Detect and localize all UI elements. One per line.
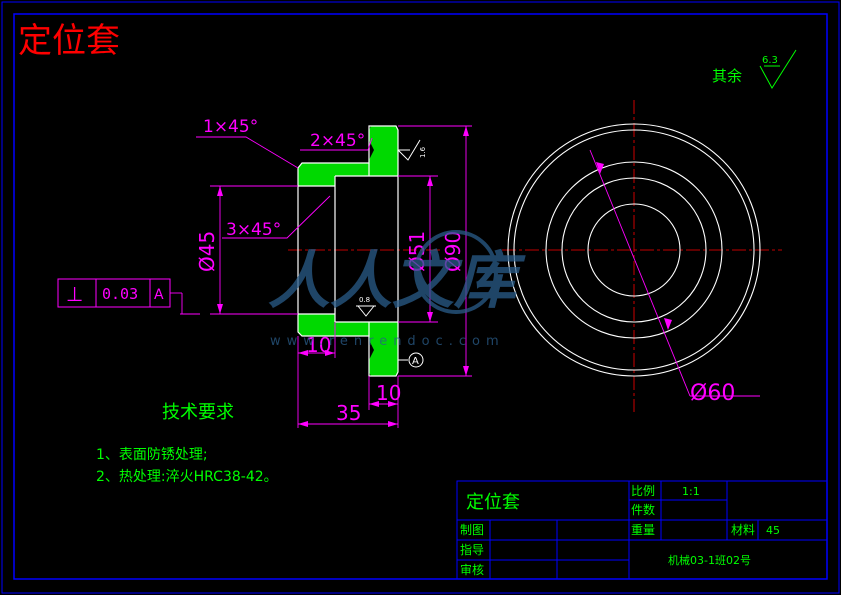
surface-finish-label: 其余 xyxy=(712,67,742,85)
section-hatch xyxy=(298,126,398,376)
watermark: 人人文库 www.renrendoc.com xyxy=(268,230,526,349)
front-view-circles xyxy=(507,123,761,377)
dim-dia-45: Ø45 xyxy=(195,231,219,272)
tolerance-value: 0.03 xyxy=(102,285,138,303)
watermark-circle xyxy=(414,230,498,314)
tolerance-frame xyxy=(57,278,171,308)
tb-count-label: 件数 xyxy=(631,502,655,517)
dim-len-10-right: 10 xyxy=(376,381,401,405)
tolerance-datum: A xyxy=(154,287,164,303)
inner-frame xyxy=(13,13,828,580)
surface-finish-symbol xyxy=(759,49,797,89)
roughness-inner-value: 0.8 xyxy=(359,296,370,304)
datum-label: A xyxy=(412,356,419,367)
dia-60-arrow-bottom xyxy=(664,318,672,330)
dim-chamfer-3: 3×45° xyxy=(226,220,281,240)
tb-weight-label: 重量 xyxy=(631,523,655,537)
roughness-top-value: 1.6 xyxy=(419,146,427,158)
roughness-symbol-inner xyxy=(356,305,376,317)
tech-req-item-2: 2、热处理:淬火HRC38-42。 xyxy=(96,469,278,485)
tb-part-name: 定位套 xyxy=(466,492,520,513)
title-block-grid xyxy=(456,480,828,580)
tb-material-label: 材料 xyxy=(731,523,755,537)
page-title: 定位套 xyxy=(18,21,120,61)
dim-dia-90: Ø90 xyxy=(441,231,465,272)
dia-60-arrow-top xyxy=(596,162,604,174)
watermark-logo-text: 人人文库 xyxy=(268,244,526,317)
tb-scale-value: 1:1 xyxy=(682,485,700,498)
watermark-url: www.renrendoc.com xyxy=(270,334,505,349)
tb-guide-label: 指导 xyxy=(460,542,484,557)
surface-finish-value: 6.3 xyxy=(762,55,778,66)
dia-60-leader xyxy=(589,149,691,397)
dim-chamfer-2: 2×45° xyxy=(310,131,365,151)
tech-req-item-1: 1、表面防锈处理; xyxy=(96,447,208,463)
front-view-centerlines xyxy=(502,100,782,412)
tb-review-label: 审核 xyxy=(460,562,484,577)
dim-dia-60: Ø60 xyxy=(690,381,735,406)
tb-scale-label: 比例 xyxy=(631,484,655,498)
section-outline xyxy=(297,125,399,377)
tb-drawn-label: 制图 xyxy=(460,523,484,537)
tech-req-heading: 技术要求 xyxy=(162,402,234,423)
datum-circle xyxy=(408,352,424,368)
tolerance-symbol: ⊥ xyxy=(66,282,83,306)
dimension-arrows xyxy=(217,126,469,427)
dim-len-35: 35 xyxy=(336,401,361,425)
tb-drawing-no: 机械03-1班02号 xyxy=(668,553,751,567)
dim-chamfer-1: 1×45° xyxy=(203,117,258,137)
roughness-symbol-top xyxy=(397,139,421,161)
tb-material-value: 45 xyxy=(766,524,780,537)
dim-len-10-left: 10 xyxy=(306,333,331,357)
